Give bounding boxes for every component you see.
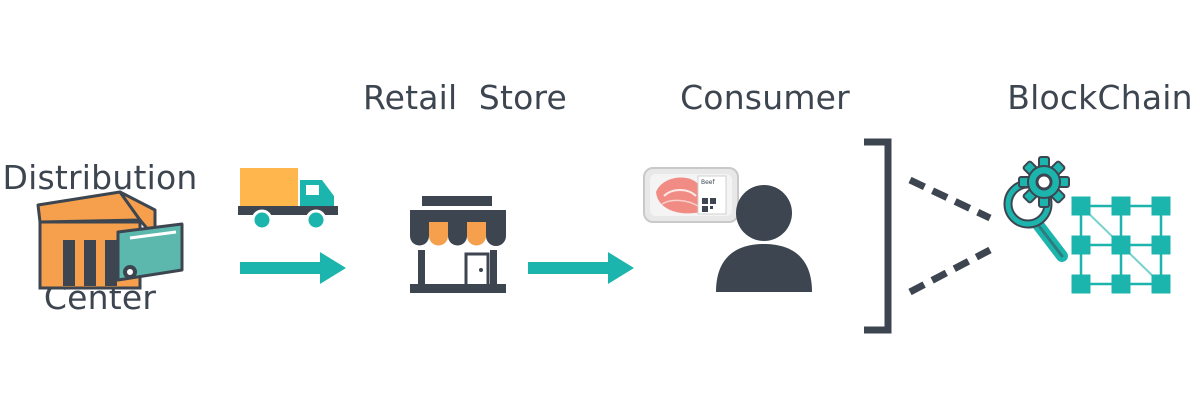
retail-store-label: Retail Store [362,78,568,117]
consumer-label: Consumer [680,78,850,117]
arrow-right-icon [528,252,634,284]
store-icon [410,196,506,293]
person-icon [716,185,812,292]
delivery-truck-icon [238,168,338,231]
blockchain-grid-icon [1071,196,1171,294]
distribution-center-label-line1: Distribution [2,158,198,197]
bracket-icon [864,138,892,334]
blockchain-label: BlockChain [1007,78,1193,117]
arrow-right-icon [240,252,346,284]
gear-icon [1018,156,1070,208]
warehouse-icon [36,190,184,290]
meat-package-icon: Beef [643,167,739,223]
package-label: Beef [701,179,715,186]
dashed-connector [908,176,992,296]
